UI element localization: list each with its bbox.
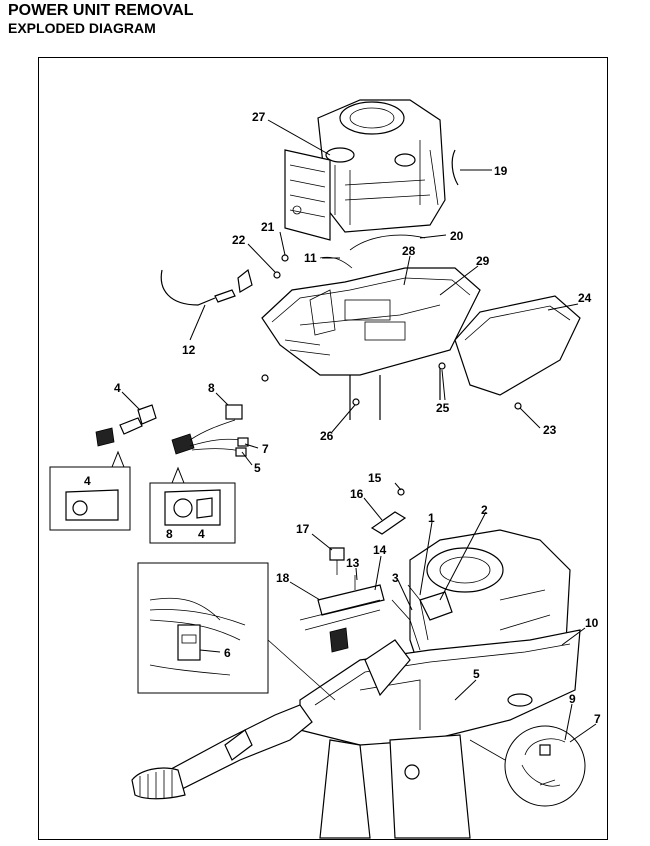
callout-15: 15 bbox=[368, 471, 382, 485]
power-head bbox=[317, 99, 446, 233]
callout-4-inset2: 4 bbox=[198, 527, 205, 541]
bottom-cowl-tray bbox=[261, 267, 481, 420]
callout-12: 12 bbox=[182, 343, 196, 357]
callout-4-switch: 4 bbox=[114, 381, 121, 395]
detail-inset-switch bbox=[49, 450, 131, 531]
callout-5-engine: 5 bbox=[473, 667, 480, 681]
wire-11 bbox=[319, 256, 353, 269]
callout-23: 23 bbox=[543, 423, 557, 437]
bolt-22 bbox=[273, 271, 281, 279]
callout-22: 22 bbox=[232, 233, 246, 247]
bolt-21 bbox=[281, 254, 289, 262]
callout-20: 20 bbox=[450, 229, 464, 243]
callout-19: 19 bbox=[494, 164, 508, 178]
detail-inset-harness bbox=[149, 466, 236, 544]
callout-21: 21 bbox=[261, 220, 275, 234]
callout-14: 14 bbox=[373, 543, 387, 557]
callout-2: 2 bbox=[481, 503, 488, 517]
callout-26: 26 bbox=[320, 429, 334, 443]
callout-8-inset: 8 bbox=[166, 527, 173, 541]
callout-5-harness: 5 bbox=[254, 461, 261, 475]
cover-24 bbox=[454, 295, 581, 410]
fuel-hose-12 bbox=[160, 268, 253, 306]
callout-17: 17 bbox=[296, 522, 310, 536]
callout-25: 25 bbox=[436, 401, 450, 415]
callout-10: 10 bbox=[585, 616, 599, 630]
callout-28: 28 bbox=[402, 244, 416, 258]
callout-27: 27 bbox=[252, 110, 266, 124]
page-title: POWER UNIT REMOVAL bbox=[8, 2, 194, 19]
bottom-cowl-lower bbox=[299, 629, 581, 746]
engine-cover-plate bbox=[284, 149, 331, 241]
callout-9: 9 bbox=[569, 692, 576, 706]
harness-8 bbox=[171, 404, 249, 457]
callout-7-inset: 7 bbox=[594, 712, 601, 726]
callout-labels: 27 19 21 22 20 11 28 29 24 12 4 8 7 5 25… bbox=[84, 110, 601, 726]
callout-8-harness: 8 bbox=[208, 381, 215, 395]
detail-inset-7-9 bbox=[469, 725, 586, 807]
callout-6: 6 bbox=[224, 646, 231, 660]
leader-lines bbox=[121, 119, 597, 743]
page-subtitle: EXPLODED DIAGRAM bbox=[8, 20, 156, 36]
wire-20 bbox=[349, 234, 426, 251]
tiller-handle bbox=[131, 704, 313, 800]
callout-7-harness: 7 bbox=[262, 442, 269, 456]
callout-18: 18 bbox=[276, 571, 290, 585]
callout-4-inset: 4 bbox=[84, 474, 91, 488]
callout-1: 1 bbox=[428, 511, 435, 525]
bolt-25 bbox=[438, 362, 446, 370]
diagram-frame bbox=[38, 57, 608, 840]
callout-29: 29 bbox=[476, 254, 490, 268]
bolt-26 bbox=[352, 398, 360, 406]
hose-19 bbox=[451, 149, 459, 186]
throttle-link-parts bbox=[299, 488, 429, 653]
switch-4 bbox=[95, 404, 157, 447]
callout-16: 16 bbox=[350, 487, 364, 501]
bolt-small bbox=[261, 374, 269, 382]
callout-3: 3 bbox=[392, 571, 399, 585]
lower-casing bbox=[319, 734, 471, 839]
callout-11: 11 bbox=[304, 251, 317, 265]
detail-inset-6 bbox=[137, 562, 336, 701]
callout-24: 24 bbox=[578, 291, 592, 305]
callout-13: 13 bbox=[346, 556, 360, 570]
